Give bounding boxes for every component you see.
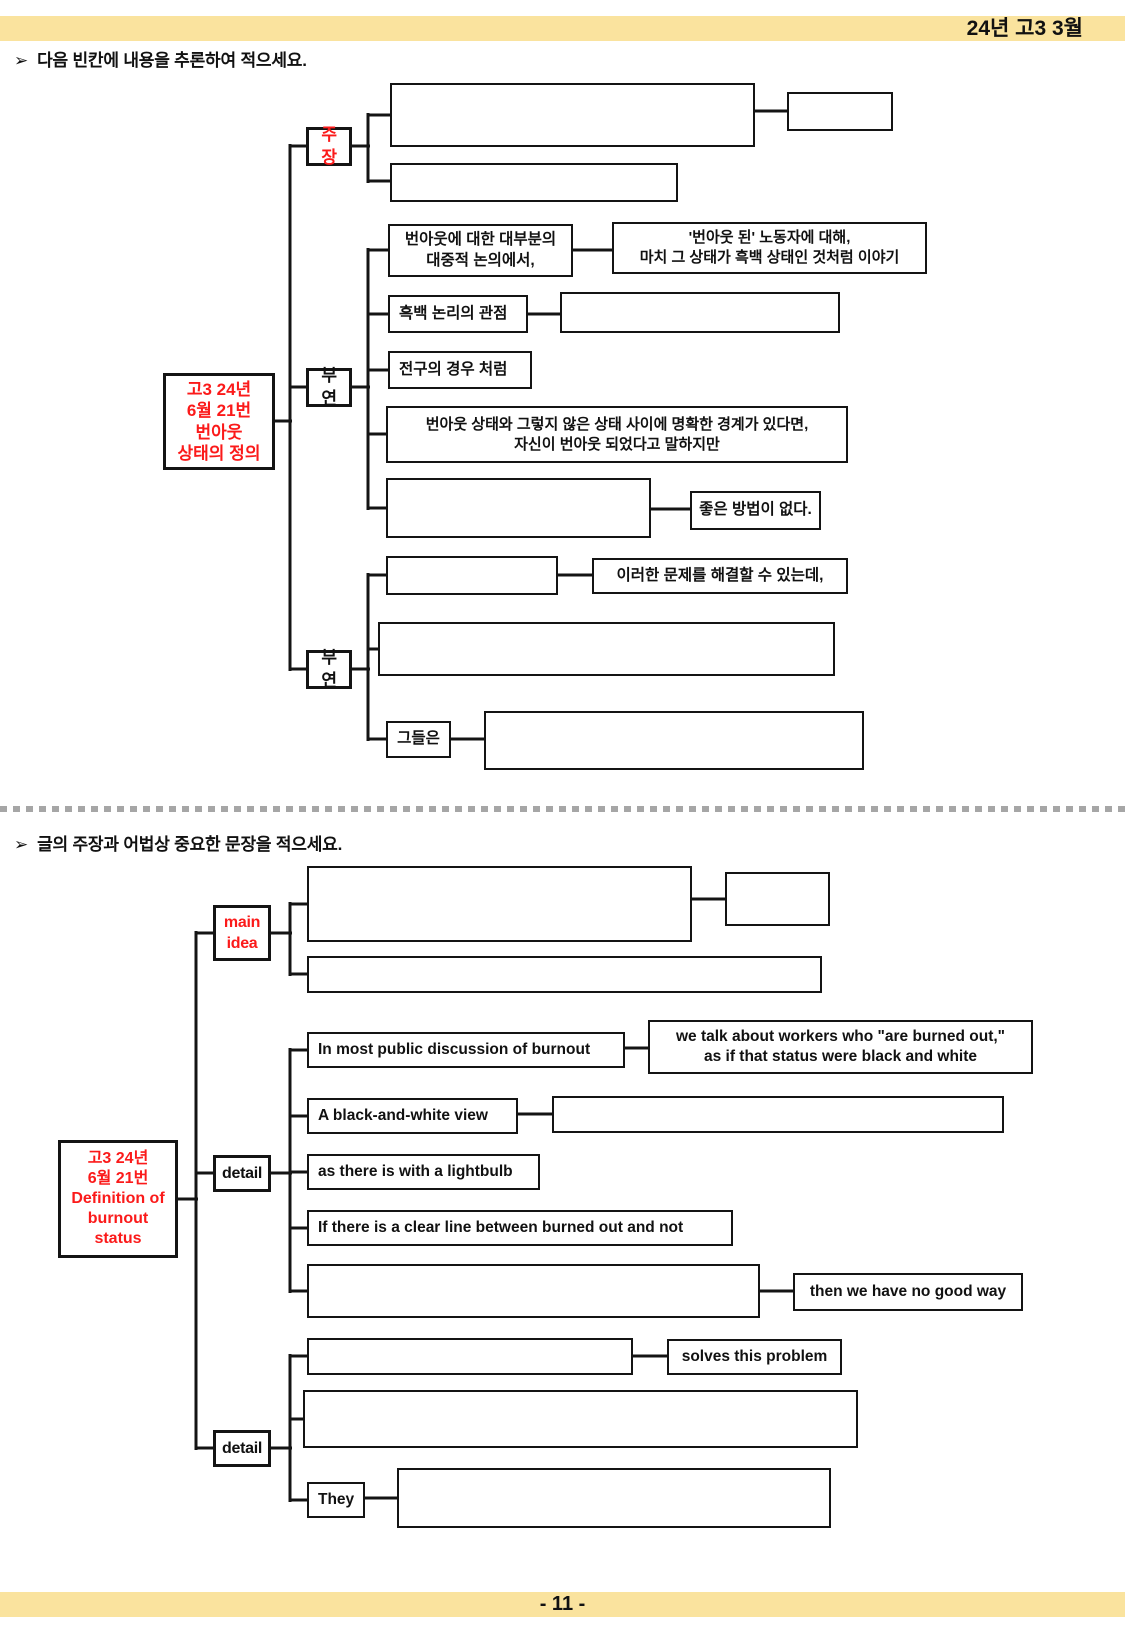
tree1-label-detail2: 부연: [306, 648, 352, 690]
tree1-node-c1-sub: 이러한 문제를 해결할 수 있는데,: [592, 558, 848, 594]
answer-blank-claim-1[interactable]: [390, 83, 755, 147]
page-number: - 11 -: [539, 1593, 586, 1615]
answer-blank-f2[interactable]: [303, 1390, 858, 1448]
tree2-node-e4: If there is a clear line between burned …: [307, 1210, 733, 1246]
answer-blank-main-1-sub[interactable]: [725, 872, 830, 926]
answer-blank-f3-sub[interactable]: [397, 1468, 831, 1528]
instruction-section1: ➢ 다음 빈칸에 내용을 추론하여 적으세요.: [14, 51, 307, 70]
footer-highlight-band: - 11 -: [0, 1592, 1125, 1617]
tree2-label-detail2: detail: [213, 1430, 271, 1467]
dotted-separator: [0, 806, 1125, 812]
header-highlight-band: 24년 고3 3월: [0, 16, 1125, 41]
tree2-node-f1-sub: solves this problem: [667, 1339, 842, 1375]
instruction-section2: ➢ 글의 주장과 어법상 중요한 문장을 적으세요.: [14, 835, 343, 854]
tree2-node-e3: as there is with a lightbulb: [307, 1154, 540, 1190]
answer-blank-e5[interactable]: [307, 1264, 760, 1318]
answer-blank-main-1[interactable]: [307, 866, 692, 942]
tree2-root-node: 고3 24년 6월 21번 Definition of burnout stat…: [58, 1140, 178, 1258]
tree1-node-c3: 그들은: [386, 721, 451, 758]
answer-blank-b5[interactable]: [386, 478, 651, 538]
answer-blank-claim-2[interactable]: [390, 163, 678, 202]
exam-tag: 24년 고3 3월: [966, 17, 1083, 40]
answer-blank-c1[interactable]: [386, 556, 558, 595]
answer-blank-claim-1-sub[interactable]: [787, 92, 893, 131]
answer-blank-e2-sub[interactable]: [552, 1096, 1004, 1133]
answer-blank-c3-sub[interactable]: [484, 711, 864, 770]
answer-blank-f1[interactable]: [307, 1338, 633, 1375]
tree1-label-detail1: 부연: [306, 366, 352, 408]
tree1-node-b5-sub: 좋은 방법이 없다.: [690, 491, 821, 530]
answer-blank-b2-sub[interactable]: [560, 292, 840, 333]
tree1-node-b3: 전구의 경우 처럼: [388, 351, 532, 389]
tree1-node-b1: 번아웃에 대한 대부분의 대중적 논의에서,: [388, 224, 573, 277]
tree1-node-b1-sub: '번아웃 된' 노동자에 대해, 마치 그 상태가 흑백 상태인 것처럼 이야기: [612, 222, 927, 274]
tree1-node-b4: 번아웃 상태와 그렇지 않은 상태 사이에 명확한 경계가 있다면, 자신이 번…: [386, 406, 848, 463]
tree2-node-e1-sub: we talk about workers who "are burned ou…: [648, 1020, 1033, 1074]
answer-blank-main-2[interactable]: [307, 956, 822, 993]
tree2-node-e1: In most public discussion of burnout: [307, 1032, 625, 1068]
tree2-label-detail1: detail: [213, 1155, 271, 1192]
tree2-label-main-idea: main idea: [213, 905, 271, 961]
tree2-node-e5-sub: then we have no good way: [793, 1273, 1023, 1311]
tree1-node-b2: 흑백 논리의 관점: [388, 295, 528, 333]
tree2-node-e2: A black-and-white view: [307, 1098, 518, 1134]
tree2-node-f3: They: [307, 1482, 365, 1518]
tree1-label-claim: 주장: [306, 125, 352, 167]
answer-blank-c2[interactable]: [378, 622, 835, 676]
tree1-root-node: 고3 24년 6월 21번 번아웃 상태의 정의: [163, 373, 275, 470]
